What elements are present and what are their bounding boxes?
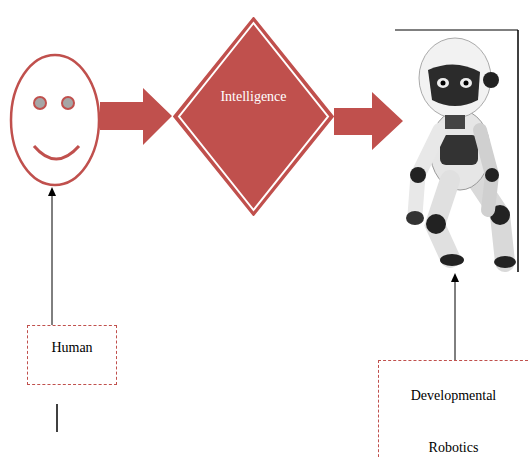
diamond-outline (173, 17, 334, 216)
decision-diamond: Intelligence (173, 17, 334, 216)
pointer-arrow (48, 187, 56, 325)
stray-mark (56, 404, 58, 432)
human-face (11, 55, 99, 185)
block-arrow (100, 88, 172, 145)
robot-picture (395, 30, 518, 272)
label-box: Developmental Robotics (378, 360, 528, 457)
pointer-arrow (451, 273, 459, 360)
node-text: Intelligence (220, 89, 286, 105)
label-box: Human (27, 325, 117, 385)
node-text: Human (51, 340, 92, 356)
node-text: Developmental Robotics (398, 370, 510, 457)
block-arrow (334, 92, 403, 150)
